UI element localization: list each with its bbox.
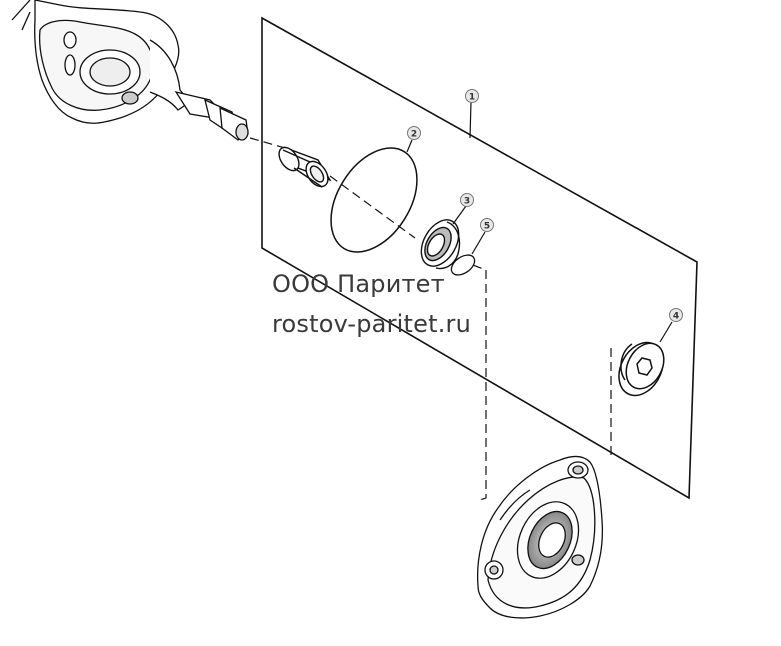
leader-line-1	[469, 101, 472, 139]
o-ring-large	[330, 147, 418, 253]
callout-2-label: 2	[411, 130, 417, 140]
shaft-seal	[420, 219, 461, 270]
pump-housing	[11, 0, 249, 141]
callout-1: 1	[465, 89, 479, 103]
leader-line-2	[406, 139, 413, 153]
leader-line-3	[452, 205, 467, 225]
callout-3: 3	[460, 193, 474, 207]
kit-boundary-panel	[261, 16, 698, 500]
callout-5-label: 5	[484, 222, 490, 232]
callout-3-label: 3	[464, 197, 470, 207]
callout-2: 2	[407, 126, 421, 140]
thrust-washer	[618, 341, 665, 397]
sleeve-bushing	[278, 146, 332, 188]
callout-4-label: 4	[673, 312, 679, 322]
callout-1-label: 1	[469, 93, 475, 103]
o-ring-small	[450, 254, 476, 276]
leader-line-4	[659, 321, 673, 343]
watermark-website: rostov-paritet.ru	[272, 310, 472, 338]
leader-line-5	[471, 231, 486, 255]
flange-cover	[476, 455, 604, 619]
watermark-company: ООО Паритет	[272, 270, 445, 298]
callout-5: 5	[480, 218, 494, 232]
callout-4: 4	[669, 308, 683, 322]
